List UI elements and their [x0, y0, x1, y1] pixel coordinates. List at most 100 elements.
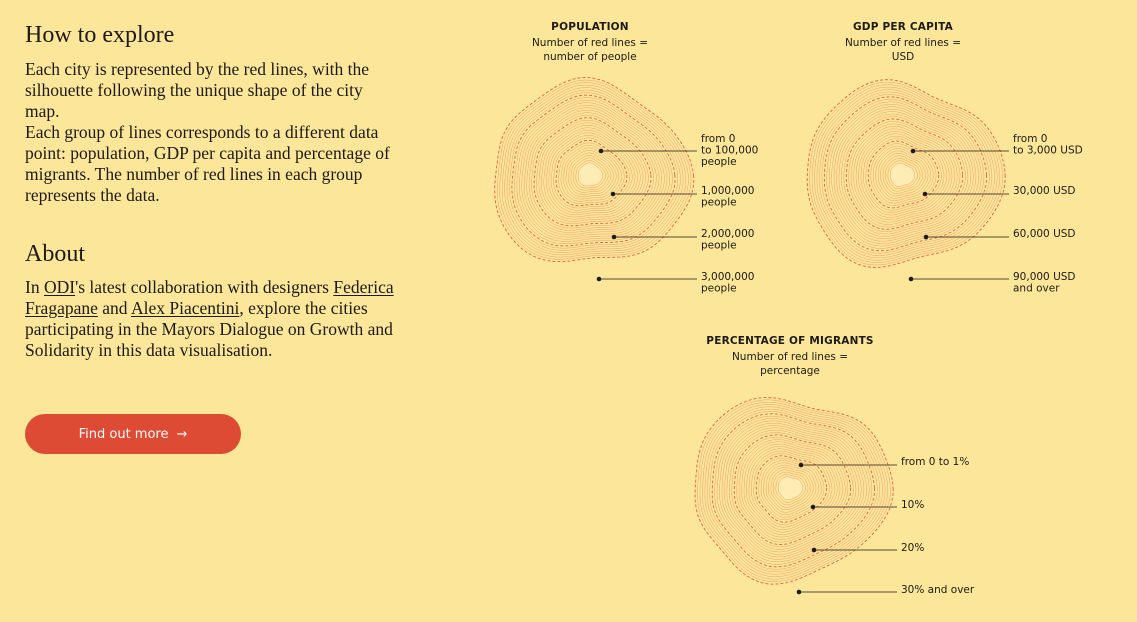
about-paragraph: In ODI's latest collaboration with desig… [25, 277, 394, 360]
silhouette-ring [887, 160, 918, 190]
silhouette-ring [521, 104, 665, 238]
silhouette-ring [880, 153, 926, 197]
silhouette-ring [823, 96, 987, 252]
silhouette-ring [751, 450, 833, 528]
migrants-subtitle-2: percentage [760, 365, 820, 377]
about-title: About [25, 241, 85, 267]
silhouette-ring [523, 107, 662, 236]
silhouette-ring [748, 448, 835, 530]
silhouette-ring [714, 415, 873, 565]
silhouette-ring [550, 135, 633, 211]
silhouette-ring [848, 121, 961, 228]
find-out-more-button[interactable]: Find out more → [25, 414, 241, 454]
silhouette-ring [841, 113, 969, 235]
population-legend: POPULATION Number of red lines = number … [494, 21, 758, 295]
silhouette-ring [731, 432, 854, 548]
silhouette-ring [496, 79, 692, 260]
federica-fragapane-link[interactable]: Federica Fragapane [25, 277, 394, 318]
silhouette-ring [773, 471, 809, 506]
silhouette-ring [568, 152, 614, 195]
silhouette-ring [814, 86, 998, 261]
silhouette-ring [533, 117, 652, 227]
gdp-city-silhouette [806, 79, 1006, 268]
silhouette-ring [765, 464, 817, 513]
silhouette-ring [838, 111, 971, 237]
migrants-label-2: 10% [901, 499, 924, 511]
silhouette-ring [882, 155, 923, 194]
population-label-3: 2,000,000 people [701, 228, 758, 252]
silhouette-ring [828, 101, 982, 247]
silhouette-ring [543, 127, 641, 218]
silhouette-ring [548, 132, 636, 213]
silhouette-ring [726, 427, 859, 553]
silhouette-ring [553, 137, 630, 209]
silhouette-ring [833, 106, 977, 242]
population-title: POPULATION [551, 21, 629, 33]
gdp-label-4: 90,000 USD and over [1013, 271, 1079, 295]
silhouette-ring [819, 91, 993, 256]
silhouette-ring [541, 125, 644, 220]
silhouette-ring [867, 140, 940, 209]
silhouette-ring [704, 406, 883, 575]
gdp-label-2: 30,000 USD [1013, 185, 1076, 197]
silhouette-ring [853, 126, 955, 223]
population-label-2: 1,000,000 people [701, 185, 758, 209]
silhouette-ring [509, 92, 679, 249]
silhouette-ring [546, 130, 638, 215]
migrants-leaders [796, 462, 897, 595]
silhouette-ring [570, 155, 612, 193]
silhouette-ring [702, 404, 886, 578]
silhouette-ring [724, 425, 862, 555]
silhouette-ring [699, 401, 889, 580]
silhouette-ring [511, 94, 676, 247]
silhouette-ring [563, 147, 620, 200]
silhouette-ring [872, 145, 934, 204]
silhouette-ring [850, 123, 958, 225]
population-city-silhouette [494, 77, 695, 263]
silhouette-ring [738, 439, 846, 540]
silhouette-ring [753, 453, 830, 525]
silhouette-ring [501, 84, 687, 256]
gdp-label-3: 60,000 USD [1013, 228, 1076, 240]
silhouette-ring [494, 77, 695, 263]
silhouette-ring [719, 420, 867, 560]
migrants-label-4: 30% and over [901, 584, 975, 596]
explore-paragraph-2: Each group of lines corresponds to a dif… [25, 122, 390, 205]
silhouette-ring [555, 139, 628, 207]
silhouette-ring [806, 79, 1006, 268]
silhouette-ring [860, 133, 947, 216]
silhouette-ring [768, 467, 814, 511]
silhouette-ring [858, 131, 950, 218]
silhouette-ring [758, 457, 825, 520]
silhouette-ring [577, 162, 604, 186]
silhouette-ring [733, 434, 852, 545]
odi-link[interactable]: ODI [43, 277, 76, 297]
explore-paragraph-1: Each city is represented by the red line… [25, 59, 370, 121]
silhouette-ring [836, 108, 974, 240]
silhouette-ring [519, 102, 668, 240]
intro-panel: How to explore Each city is represented … [25, 20, 395, 361]
population-label-4: 3,000,000 people [701, 271, 758, 295]
alex-piacentini-link[interactable]: Alex Piacentini [130, 298, 240, 318]
silhouette-ring [736, 436, 849, 543]
silhouette-ring [526, 109, 660, 233]
silhouette-ring [711, 413, 875, 568]
silhouette-ring [821, 94, 990, 254]
population-leaders [596, 148, 697, 282]
gdp-title: GDP PER CAPITA [853, 21, 954, 33]
silhouette-ring [755, 455, 828, 523]
migrants-city-silhouette [694, 397, 894, 585]
silhouette-ring [809, 81, 1003, 266]
silhouette-ring [743, 443, 841, 535]
silhouette-ring [855, 128, 953, 221]
silhouette-ring [506, 89, 681, 251]
silhouette-ring [877, 150, 929, 199]
silhouette-ring [826, 99, 985, 249]
silhouette-ring [729, 429, 857, 550]
gdp-label-1: from 0 to 3,000 USD [1013, 133, 1083, 157]
silhouette-ring [811, 84, 1001, 263]
silhouette-ring [560, 145, 622, 202]
silhouette-ring [843, 116, 966, 232]
silhouette-ring [778, 476, 804, 501]
